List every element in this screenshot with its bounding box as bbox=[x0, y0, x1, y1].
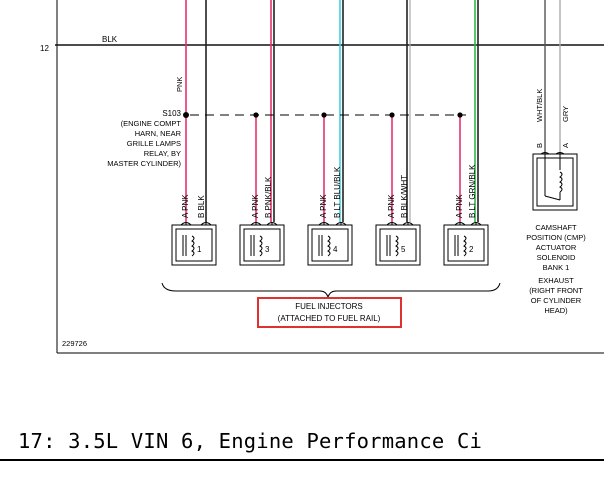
injector-2: A PNK B LT GRN/BLK 2 bbox=[443, 164, 489, 266]
splice-s103-dot bbox=[183, 112, 189, 118]
camshaft-label-7: (RIGHT FRONT bbox=[529, 286, 583, 295]
injector-group-highlight bbox=[257, 297, 402, 328]
splice-dot-4 bbox=[321, 112, 327, 118]
injector-group-label: FUEL INJECTORS (ATTACHED TO FUEL RAIL) bbox=[278, 302, 381, 323]
injector-group-brace bbox=[161, 282, 501, 299]
camshaft-label-4: SOLENOID bbox=[537, 253, 576, 262]
splice-location-5: MASTER CYLINDER) bbox=[107, 159, 181, 168]
camshaft-wire-b-label: WHT/BLK bbox=[535, 89, 544, 122]
wiring-diagram: 12 BLK PNK S103 (ENGINE COMPT HARN, NEAR… bbox=[40, 0, 604, 354]
camshaft-label: CAMSHAFT POSITION (CMP) ACTUATOR SOLENOI… bbox=[526, 223, 586, 315]
figure-id: 229726 bbox=[62, 339, 87, 348]
splice-location-1: (ENGINE COMPT bbox=[121, 119, 182, 128]
splice-dot-2 bbox=[457, 112, 463, 118]
ground-wire-color-label: BLK bbox=[102, 35, 118, 44]
injector-1-pin-a: A PNK bbox=[181, 194, 190, 218]
injector-5: A PNK B BLK/WHT 5 bbox=[375, 175, 421, 266]
camshaft-label-9: HEAD) bbox=[544, 306, 568, 315]
injector-5-pin-a: A PNK bbox=[387, 194, 396, 218]
ground-circuit-number: 12 bbox=[40, 44, 49, 53]
splice-label: S103 (ENGINE COMPT HARN, NEAR GRILLE LAM… bbox=[107, 109, 181, 168]
injector-4-number: 4 bbox=[333, 245, 338, 254]
page-footer-title: 17: 3.5L VIN 6, Engine Performance Ci bbox=[18, 429, 483, 453]
feed-wire-label: PNK bbox=[175, 77, 184, 92]
camshaft-pin-b: B bbox=[535, 143, 544, 148]
injector-5-number: 5 bbox=[401, 245, 406, 254]
injector-3-number: 3 bbox=[265, 245, 270, 254]
injector-3-pin-a: A PNK bbox=[251, 194, 260, 218]
splice-location-4: RELAY, BY bbox=[144, 149, 181, 158]
injector-group-label-line1: FUEL INJECTORS bbox=[295, 302, 363, 311]
injector-4: A PNK B LT BLU/BLK 4 bbox=[307, 166, 353, 266]
injector-2-number: 2 bbox=[469, 245, 474, 254]
injector-4-pin-b: B LT BLU/BLK bbox=[333, 166, 342, 218]
camshaft-label-5: BANK 1 bbox=[543, 263, 570, 272]
camshaft-pin-a: A bbox=[561, 143, 570, 148]
splice-id: S103 bbox=[162, 109, 181, 118]
splice-location-3: GRILLE LAMPS bbox=[127, 139, 181, 148]
injector-group-label-line2: (ATTACHED TO FUEL RAIL) bbox=[278, 314, 381, 323]
camshaft-solenoid: WHT/BLK GRY B A bbox=[532, 89, 578, 211]
injector-3: A PNK B PNK/BLK 3 bbox=[239, 176, 285, 266]
injector-2-pin-b: B LT GRN/BLK bbox=[468, 164, 477, 218]
camshaft-wire-a-label: GRY bbox=[561, 106, 570, 122]
camshaft-label-2: POSITION (CMP) bbox=[526, 233, 586, 242]
footer-rule bbox=[0, 459, 604, 461]
injector-1: A PNK B BLK 1 bbox=[171, 194, 217, 266]
camshaft-label-6: EXHAUST bbox=[538, 276, 574, 285]
injector-5-pin-b: B BLK/WHT bbox=[400, 175, 409, 218]
camshaft-label-3: ACTUATOR bbox=[536, 243, 577, 252]
splice-location-2: HARN, NEAR bbox=[135, 129, 182, 138]
injector-4-pin-a: A PNK bbox=[319, 194, 328, 218]
splice-dot-5 bbox=[389, 112, 395, 118]
camshaft-label-8: OF CYLINDER bbox=[531, 296, 582, 305]
injector-2-pin-a: A PNK bbox=[455, 194, 464, 218]
injector-1-pin-b: B BLK bbox=[197, 195, 206, 218]
injector-1-number: 1 bbox=[197, 245, 202, 254]
injector-3-pin-b: B PNK/BLK bbox=[264, 176, 273, 218]
camshaft-label-1: CAMSHAFT bbox=[535, 223, 577, 232]
splice-dot-3 bbox=[253, 112, 259, 118]
